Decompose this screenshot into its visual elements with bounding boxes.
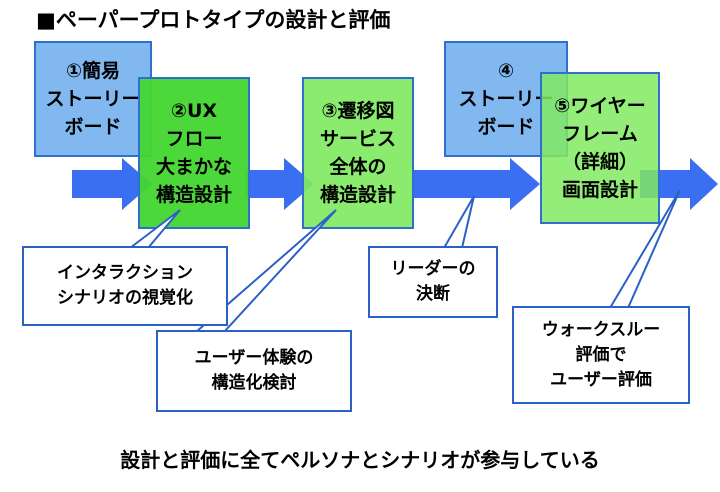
step-box-3: ③遷移図 サービス 全体の 構造設計 (302, 77, 414, 229)
callout-pointer-4 (608, 189, 681, 309)
callout-text-3: リーダーの 決断 (390, 259, 476, 304)
step-box-5: ⑤ワイヤー フレーム （詳細） 画面設計 (540, 72, 660, 224)
footer-note: 設計と評価に全てペルソナとシナリオが参与している (120, 448, 600, 472)
flow-arrow-2 (246, 158, 314, 210)
diagram-title: ■ペーパープロトタイプの設計と評価 (36, 8, 391, 32)
callout-pointer-3 (442, 195, 475, 249)
callout-box-1: インタラクション シナリオの視覚化 (22, 246, 228, 326)
flow-arrow-3 (412, 158, 540, 210)
step-box-1: ①簡易 ストーリー ボード (34, 41, 152, 157)
callout-pointer-1 (127, 209, 181, 249)
callout-box-2: ユーザー体験の 構造化検討 (156, 330, 352, 412)
step-box-2: ②UX フロー 大まかな 構造設計 (138, 77, 250, 229)
callout-text-4: ウォークスルー 評価で ユーザー評価 (541, 319, 661, 390)
step-label-2: ②UX フロー 大まかな 構造設計 (155, 100, 232, 206)
callout-box-3: リーダーの 決断 (368, 246, 498, 318)
callout-text-2: ユーザー体験の 構造化検討 (194, 348, 314, 393)
step-label-4: ④ ストーリー ボード (458, 60, 554, 138)
callout-box-4: ウォークスルー 評価で ユーザー評価 (512, 306, 690, 404)
callout-text-1: インタラクション シナリオの視覚化 (57, 263, 193, 308)
step-label-5: ⑤ワイヤー フレーム （詳細） 画面設計 (554, 95, 646, 201)
step-label-3: ③遷移図 サービス 全体の 構造設計 (319, 100, 396, 206)
flow-arrow-1 (72, 158, 152, 210)
step-label-1: ①簡易 ストーリー ボード (45, 60, 141, 138)
